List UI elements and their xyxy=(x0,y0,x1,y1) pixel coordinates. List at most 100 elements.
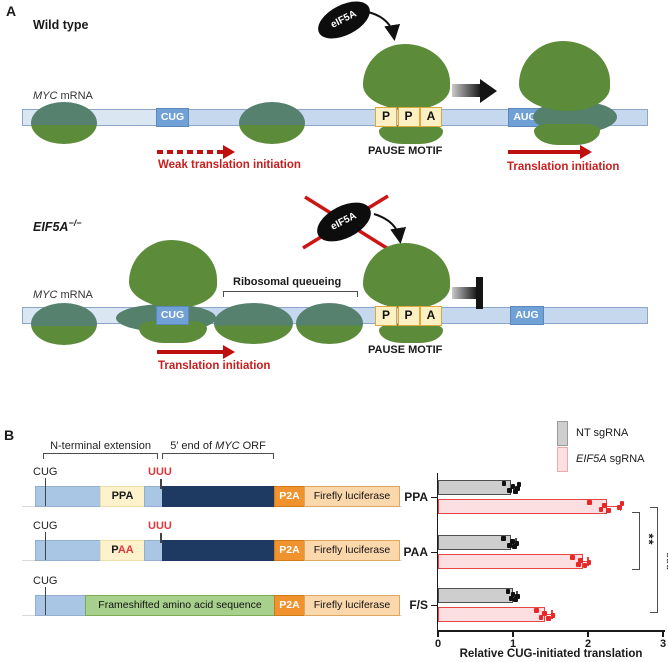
data-point xyxy=(516,482,522,487)
orf-label-post: ORF xyxy=(239,440,266,452)
ppa-motif-box: PPA xyxy=(100,486,145,507)
significance-bracket xyxy=(632,512,640,570)
error-bar xyxy=(582,560,588,563)
translocation-arrow-head xyxy=(480,78,497,103)
n-terminal-bracket xyxy=(43,453,158,459)
initiation-label: Translation initiation xyxy=(507,161,620,173)
orf-label-gene: MYC xyxy=(215,440,240,452)
motif-red: AA xyxy=(117,544,134,556)
category-label-paa: PAA xyxy=(403,545,428,559)
initiation-arrow-shaft xyxy=(508,150,580,154)
category-tick xyxy=(431,551,437,553)
myc-orf-segment xyxy=(162,486,275,507)
p-site-box: P xyxy=(397,107,420,127)
firefly-luciferase-box: Firefly luciferase xyxy=(304,540,400,561)
uuu-codon-label: UUU xyxy=(148,466,172,478)
data-point xyxy=(510,484,516,489)
myc-italic: MYC xyxy=(33,90,58,102)
cug-tick xyxy=(44,532,46,560)
cug-tick xyxy=(44,587,46,615)
cug-codon-box: CUG xyxy=(156,108,189,127)
ribosome-60s xyxy=(363,44,450,110)
n-terminal-extension-label: N-terminal extension xyxy=(50,440,151,452)
data-point xyxy=(510,592,516,597)
a-site-label: A xyxy=(426,308,436,322)
data-point xyxy=(617,505,622,510)
data-point xyxy=(582,563,588,568)
p-site-box: P xyxy=(375,107,397,127)
data-point xyxy=(512,544,517,549)
p2a-label: P2A xyxy=(279,490,300,502)
construct-fs: Frameshifted amino acid sequence P2A Fir… xyxy=(0,595,668,616)
blocked-arrow-stopbar xyxy=(476,277,483,309)
mrna-rest: mRNA xyxy=(57,90,93,102)
panel-a-label: A xyxy=(6,3,17,19)
cug-codon-box: CUG xyxy=(156,306,189,325)
x-tick xyxy=(587,631,589,637)
bar-ppa-eif5a xyxy=(438,499,607,514)
legend-label-nt: NT sgRNA xyxy=(576,427,629,439)
data-point xyxy=(510,539,515,544)
ribosome-60s xyxy=(363,243,450,309)
p-site-label: P xyxy=(404,109,413,123)
data-point xyxy=(538,615,543,620)
knockout-title: EIF5A−/− xyxy=(33,218,81,234)
y-axis xyxy=(436,473,438,632)
ribosome-60s xyxy=(519,41,610,111)
data-point xyxy=(578,558,583,563)
translocation-arrow-shaft xyxy=(452,84,480,97)
a-site-box: A xyxy=(420,107,442,127)
cug-tick xyxy=(44,478,46,506)
bar-ppa-nt xyxy=(438,480,511,495)
error-bar xyxy=(606,505,621,508)
legend-swatch-nt xyxy=(557,421,568,446)
category-label-ppa: PPA xyxy=(404,490,428,504)
error-bar xyxy=(544,613,552,616)
initiation-arrow-head xyxy=(223,345,235,359)
paa-motif-box: PAA xyxy=(100,540,145,561)
orf-bracket xyxy=(162,453,274,459)
data-point xyxy=(550,613,555,618)
data-point xyxy=(507,543,512,548)
significance-bracket xyxy=(650,507,658,613)
bar-fs-eif5a xyxy=(438,607,545,622)
knockout-title-gene: EIF5A xyxy=(33,220,69,235)
frameshift-label: Frameshifted amino acid sequence xyxy=(98,599,262,611)
uuu-tick xyxy=(160,533,162,543)
legend-swatch-eif5a xyxy=(557,447,568,472)
myc-italic: MYC xyxy=(33,289,58,301)
cug-start-label: CUG xyxy=(33,466,58,478)
queued-ribosome xyxy=(214,303,293,344)
data-point xyxy=(501,481,507,486)
blocked-arrow-shaft xyxy=(452,287,476,299)
myc-mrna-label: MYC mRNA xyxy=(33,90,93,102)
eif5a-absent-arrow xyxy=(373,213,407,244)
p-site-box: P xyxy=(397,306,420,326)
bar-paa-eif5a xyxy=(438,554,583,569)
x-tick-label: 3 xyxy=(659,638,667,650)
ribosomal-queueing-label: Ribosomal queueing xyxy=(233,276,342,288)
firefly-luciferase-box: Firefly luciferase xyxy=(304,486,400,507)
initiation-label: Translation initiation xyxy=(158,360,271,372)
ribosome-foot xyxy=(139,321,207,343)
data-point xyxy=(546,616,551,621)
panel-b-label: B xyxy=(4,427,15,443)
data-point xyxy=(598,507,603,512)
luciferase-label: Firefly luciferase xyxy=(313,544,391,556)
p2a-box: P2A xyxy=(274,595,305,616)
p-site-box: P xyxy=(375,306,397,326)
category-tick xyxy=(431,604,437,606)
aug-codon-box: AUG xyxy=(510,306,544,325)
wildtype-title: Wild type xyxy=(33,18,89,32)
initiation-arrow-shaft xyxy=(157,350,223,354)
firefly-luciferase-box: Firefly luciferase xyxy=(304,595,400,616)
orf-label-pre: 5′ end of xyxy=(170,440,216,452)
ribosome-foot xyxy=(534,124,600,145)
weak-initiation-arrow-head xyxy=(223,145,235,159)
p-site-label: P xyxy=(381,109,390,123)
aug-label: AUG xyxy=(515,309,539,321)
p-site-label: P xyxy=(381,308,390,322)
myc-orf-segment xyxy=(162,540,275,561)
frameshift-box: Frameshifted amino acid sequence xyxy=(85,595,275,616)
